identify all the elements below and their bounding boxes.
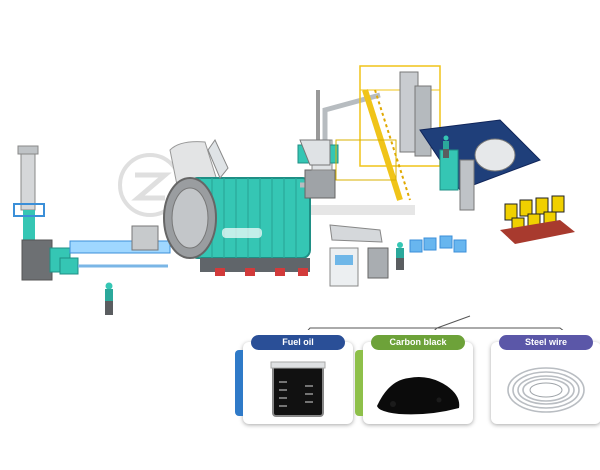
oil-drums [500,195,575,244]
product-card-steel-wire: Steel wire [491,335,600,424]
carbon-black-pile-icon [377,377,460,415]
pyrolysis-reactor [163,139,311,276]
plant-illustration [13,65,575,330]
card-side-tab [235,350,243,416]
worker-figure [443,135,449,158]
flue-duct [59,225,171,275]
product-connector-lines [307,315,564,330]
wire-coil-icon [507,367,585,413]
condenser-frame [299,65,441,201]
worker-figure [396,242,404,270]
cooling-system [419,119,541,211]
card-side-tab [355,350,363,416]
beaker-icon [270,361,326,417]
chimney-tower [13,145,71,281]
product-card-carbon-black: Carbon black [355,335,473,424]
control-cabinet [329,224,467,287]
worker-figure [105,282,113,315]
product-label-carbon-black: Carbon black [371,335,465,350]
product-card-fuel-oil: Fuel oil [235,335,353,424]
product-label-fuel-oil: Fuel oil [251,335,345,350]
product-label-steel-wire: Steel wire [499,335,593,350]
worker-figures [105,135,449,315]
